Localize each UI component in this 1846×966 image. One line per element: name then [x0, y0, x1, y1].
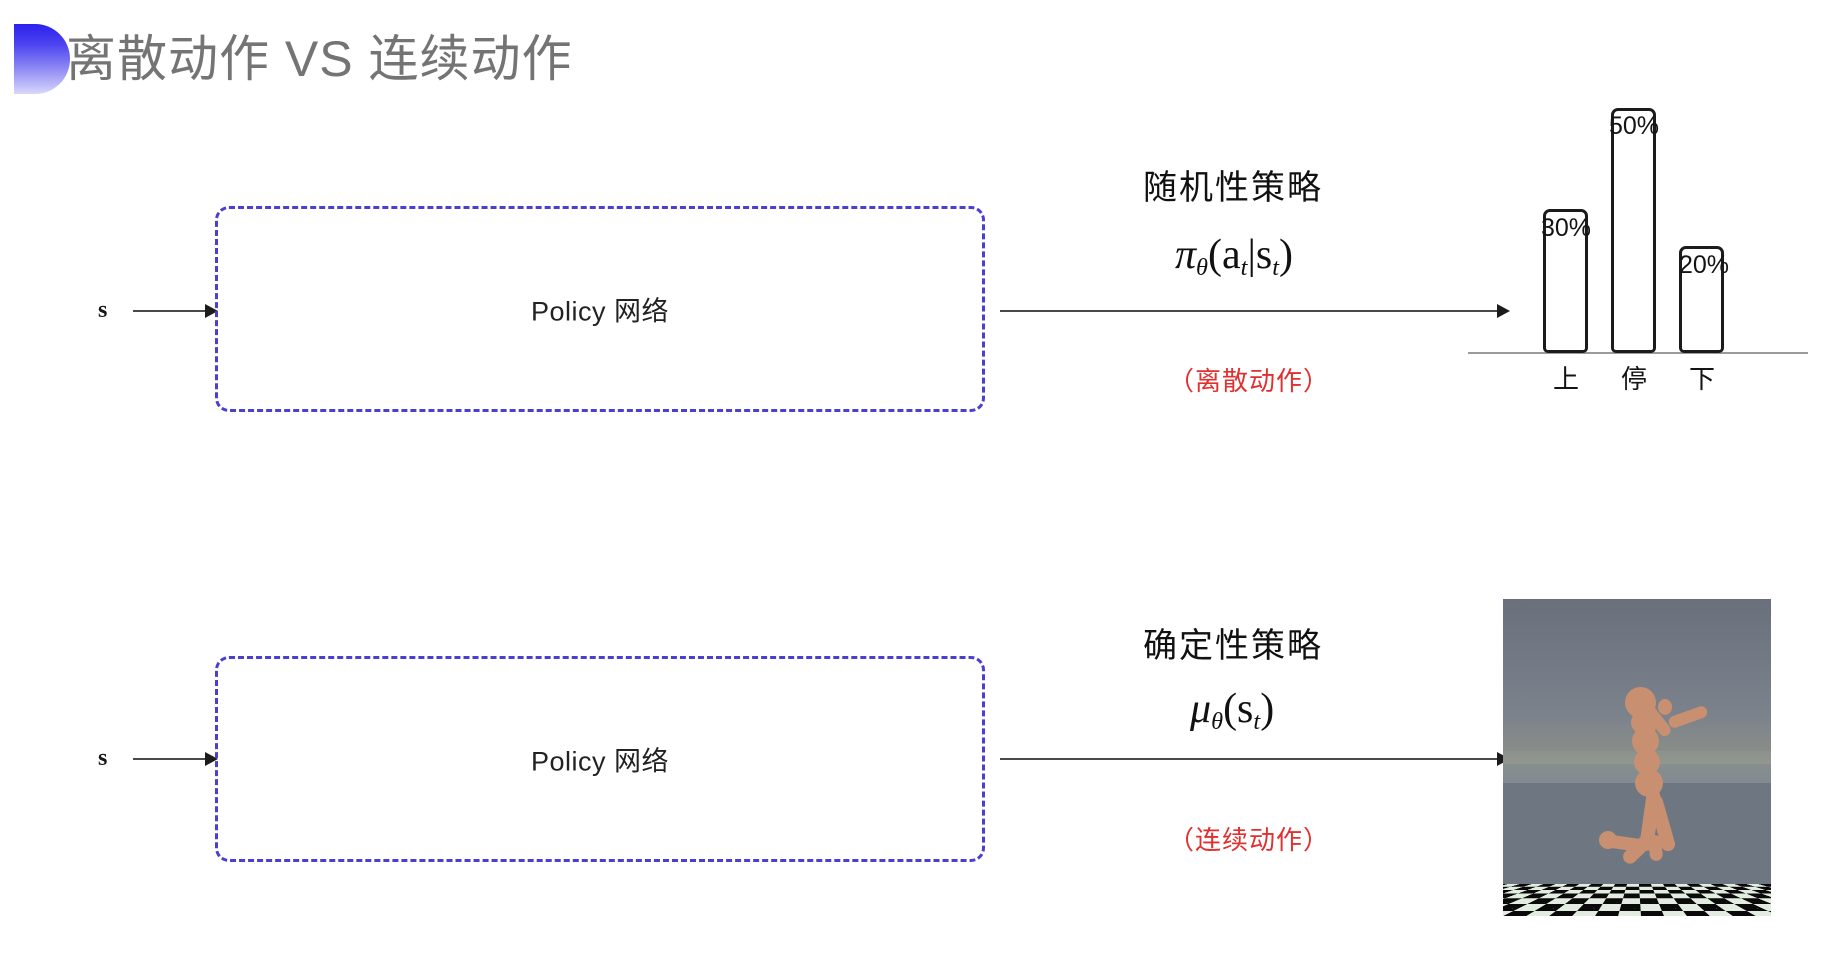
bar-up[interactable]	[1543, 209, 1588, 353]
formula-pi: π	[1175, 232, 1197, 278]
formula-mu: μ	[1190, 686, 1212, 732]
stochastic-policy-title: 随机性策略	[1143, 169, 1323, 207]
input-arrow-line-continuous	[133, 758, 207, 760]
output-arrow-line-continuous	[1000, 758, 1500, 760]
action-probability-bar-chart: 30% 上 50% 停 20% 下	[1465, 96, 1825, 396]
deterministic-policy-formula: μθ(st)	[1190, 685, 1274, 736]
footer-strip	[0, 958, 1846, 966]
output-arrow-line-discrete	[1000, 310, 1500, 312]
formula-st-sub-2: t	[1253, 707, 1261, 735]
policy-network-box-continuous[interactable]: Policy 网络	[215, 656, 985, 862]
formula-close-arg: )	[1278, 232, 1293, 278]
humanoid-simulation-image	[1503, 599, 1771, 916]
bar-value-up: 30%	[1540, 214, 1592, 242]
policy-network-box-discrete[interactable]: Policy 网络	[215, 206, 985, 412]
checkerboard-floor	[1503, 883, 1771, 916]
continuous-action-note: （连续动作）	[1168, 825, 1331, 855]
bar-down[interactable]	[1679, 246, 1724, 353]
input-arrow-head-discrete	[205, 304, 218, 318]
humanoid-shin-left	[1647, 834, 1664, 862]
discrete-action-note: （离散动作）	[1168, 366, 1331, 396]
bar-value-down: 20%	[1678, 251, 1730, 279]
output-arrow-head-discrete	[1497, 304, 1510, 318]
bar-category-down: 下	[1688, 364, 1715, 394]
formula-theta-sub-2: θ	[1211, 707, 1224, 735]
formula-close-arg-2: )	[1260, 686, 1275, 732]
formula-st-sub: t	[1272, 253, 1279, 281]
deterministic-policy-title: 确定性策略	[1143, 627, 1323, 665]
input-arrow-line-discrete	[133, 310, 207, 312]
policy-network-label-continuous: Policy 网络	[530, 746, 670, 777]
bar-category-up: 上	[1552, 364, 1579, 394]
page-title: 离散动作 VS 连续动作	[66, 31, 573, 87]
formula-mid-arg: |s	[1247, 232, 1273, 278]
humanoid-knee-right	[1599, 831, 1617, 849]
chart-x-axis	[1468, 352, 1808, 354]
state-label-discrete: s	[98, 297, 108, 323]
bar-stop[interactable]	[1611, 108, 1656, 353]
policy-network-label-discrete: Policy 网络	[530, 296, 670, 327]
bar-value-stop: 50%	[1608, 112, 1660, 140]
humanoid-hand-right	[1658, 699, 1672, 715]
formula-at-sub: t	[1240, 253, 1248, 281]
formula-open-arg-2: (s	[1223, 686, 1254, 732]
stochastic-policy-formula: πθ(at|st)	[1175, 231, 1293, 282]
bar-category-stop: 停	[1620, 364, 1647, 394]
state-label-continuous: s	[98, 745, 108, 771]
formula-theta-sub: θ	[1196, 253, 1209, 281]
input-arrow-head-continuous	[205, 752, 218, 766]
formula-open-arg: (a	[1208, 232, 1241, 278]
title-bullet-decoration	[14, 24, 70, 94]
